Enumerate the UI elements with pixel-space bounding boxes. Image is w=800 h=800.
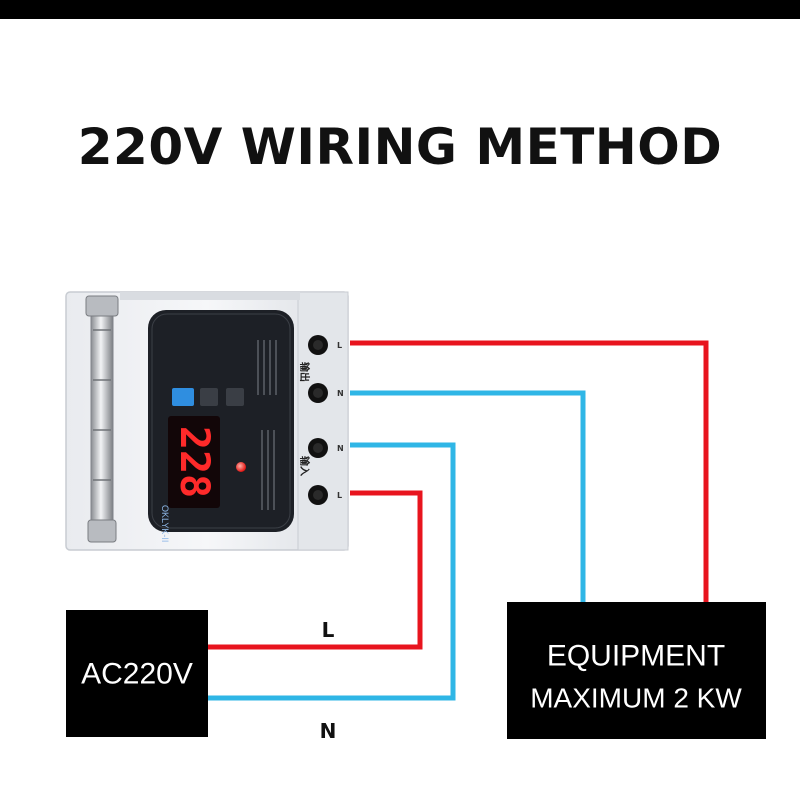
case-top-ridge xyxy=(120,292,300,300)
model-label: OKLYK-II xyxy=(160,505,170,542)
equipment-label-line1: EQUIPMENT xyxy=(547,640,725,673)
button-grey-2[interactable] xyxy=(226,388,244,406)
terminal-block xyxy=(297,291,349,551)
terminal-label-out-l: L xyxy=(337,341,342,350)
ac-source-label: AC220V xyxy=(81,658,193,691)
terminal-screws xyxy=(308,335,328,505)
red-led-icon xyxy=(236,462,246,472)
top-border-bar xyxy=(0,0,800,19)
terminal-label-in-n: N xyxy=(337,444,344,453)
wireless-controller-device: 228 OKLYK-II 输出 输入 L N N xyxy=(65,291,349,551)
equipment-label-line2: MAXIMUM 2 KW xyxy=(530,683,742,714)
input-live-wire xyxy=(207,490,423,650)
page-title: 220V WIRING METHOD xyxy=(77,118,723,176)
digital-display: 228 xyxy=(168,416,220,508)
wires xyxy=(207,340,709,701)
ac-source-box: AC220V xyxy=(66,610,208,737)
input-neutral-wire xyxy=(207,442,456,701)
button-grey-1[interactable] xyxy=(200,388,218,406)
terminal-label-in-l: L xyxy=(337,491,342,500)
terminal-label-out-n: N xyxy=(337,389,344,398)
neutral-wire-label: N xyxy=(320,719,337,743)
panel-print-lines xyxy=(257,340,277,510)
output-live-wire xyxy=(350,340,709,604)
telescopic-antenna-icon xyxy=(85,295,119,543)
output-label: 输出 xyxy=(298,362,311,382)
output-neutral-wire xyxy=(350,390,586,604)
button-blue[interactable] xyxy=(172,388,194,406)
equipment-box: EQUIPMENT MAXIMUM 2 KW xyxy=(507,602,766,739)
input-label: 输入 xyxy=(298,456,311,476)
live-wire-label: L xyxy=(322,618,335,642)
svg-text:228: 228 xyxy=(171,426,217,498)
